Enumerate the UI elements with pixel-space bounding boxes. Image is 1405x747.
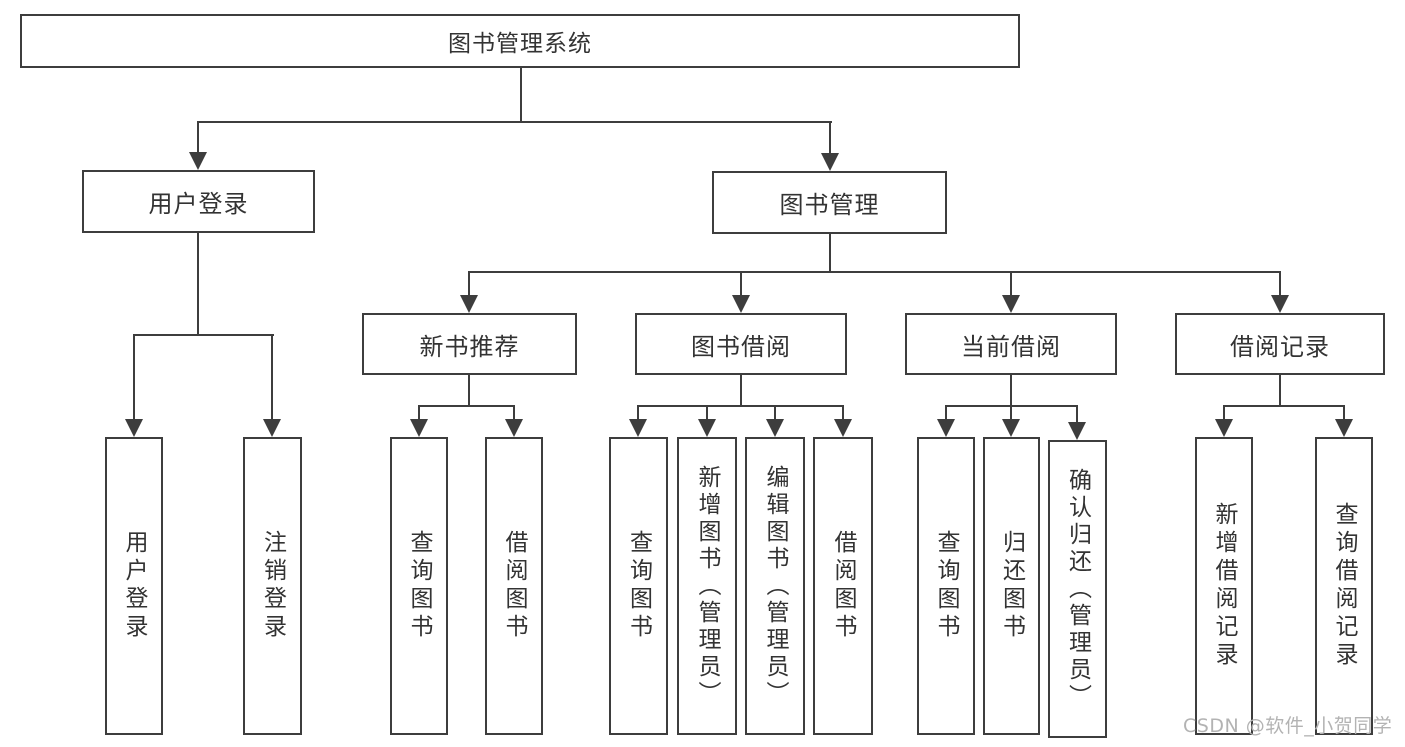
node-borrow-records-label: 借阅记录 [1230,332,1330,361]
edge-arrow-to-add-books-admin [698,405,716,437]
edge-arrow-to-query-books-1 [410,405,428,437]
node-leaf-borrow-books-2-label: 借阅图书 [830,530,856,642]
edge-root-rail [197,121,832,123]
node-root-label: 图书管理系统 [448,31,592,57]
node-leaf-query-books-1-label: 查询图书 [406,530,432,642]
edge-root-stem [520,68,522,123]
edge-arrow-to-borrow-books-2 [834,405,852,437]
edge-arrow-to-new-book-rec [460,271,478,313]
node-leaf-return-books: 归还图书 [983,437,1040,735]
node-leaf-query-books-3: 查询图书 [917,437,975,735]
edge-current-borrow-stem [1010,375,1012,407]
node-leaf-add-borrow-record: 新增借阅记录 [1195,437,1253,735]
edge-book-management-rail [468,271,1281,273]
edge-user-login-stem [197,233,199,336]
edge-arrow-to-confirm-return-admin [1068,405,1086,440]
edge-book-management-stem [829,234,831,273]
node-book-management: 图书管理 [712,171,947,234]
node-user-login-label: 用户登录 [148,190,249,218]
node-new-book-rec-label: 新书推荐 [419,332,520,361]
node-leaf-add-borrow-record-label: 新增借阅记录 [1211,502,1237,670]
node-current-borrow-label: 当前借阅 [961,332,1061,361]
edge-arrow-to-borrow-books-1 [505,405,523,437]
node-leaf-logout-label: 注销登录 [259,530,286,642]
node-leaf-borrow-books-1-label: 借阅图书 [501,530,527,642]
node-borrow-records: 借阅记录 [1175,313,1385,375]
node-new-book-rec: 新书推荐 [362,313,577,375]
node-leaf-add-books-admin-label: 新增图书（管理员） [694,464,720,708]
node-leaf-return-books-label: 归还图书 [998,530,1025,642]
node-leaf-query-books-2-label: 查询图书 [625,530,652,642]
edge-new-book-rec-stem [468,375,470,407]
node-book-borrow-label: 图书借阅 [691,332,791,361]
edge-arrow-to-leaf-logout [263,334,281,437]
node-leaf-query-books-1: 查询图书 [390,437,448,735]
edge-borrow-records-stem [1279,375,1281,407]
node-leaf-confirm-return-admin: 确认归还（管理员） [1048,440,1107,738]
edge-arrow-to-book-management [821,121,839,171]
edge-arrow-to-query-books-2 [629,405,647,437]
node-leaf-user-login-label: 用户登录 [121,530,147,642]
node-leaf-borrow-books-2: 借阅图书 [813,437,873,735]
node-book-borrow: 图书借阅 [635,313,847,375]
edge-arrow-to-query-books-3 [937,405,955,437]
edge-arrow-to-user-login [189,121,207,170]
edge-arrow-to-borrow-records [1271,271,1289,313]
node-user-login: 用户登录 [82,170,315,233]
edge-arrow-to-query-borrow-record [1335,405,1353,437]
node-book-management-label: 图书管理 [779,191,880,219]
edge-book-borrow-stem [740,375,742,407]
edge-borrow-records-rail [1223,405,1345,407]
node-leaf-borrow-books-1: 借阅图书 [485,437,543,735]
edge-arrow-to-current-borrow [1002,271,1020,313]
node-leaf-query-books-3-label: 查询图书 [933,530,959,642]
node-leaf-confirm-return-admin-label: 确认归还（管理员） [1064,467,1091,711]
node-leaf-query-borrow-record-label: 查询借阅记录 [1331,502,1357,670]
node-leaf-query-books-2: 查询图书 [609,437,668,735]
edge-new-book-rec-rail [418,405,515,407]
node-leaf-user-login: 用户登录 [105,437,163,735]
node-leaf-edit-books-admin-label: 编辑图书（管理员） [762,464,788,708]
node-leaf-add-books-admin: 新增图书（管理员） [677,437,737,735]
edge-arrow-to-edit-books-admin [766,405,784,437]
node-leaf-logout: 注销登录 [243,437,302,735]
node-leaf-edit-books-admin: 编辑图书（管理员） [745,437,805,735]
edge-arrow-to-leaf-user-login [125,334,143,437]
edge-arrow-to-add-borrow-record [1215,405,1233,437]
edge-user-login-rail [133,334,274,336]
watermark-text: CSDN @软件_小贺同学 [1183,715,1393,737]
node-root: 图书管理系统 [20,14,1020,68]
edge-arrow-to-return-books [1002,405,1020,437]
node-leaf-query-borrow-record: 查询借阅记录 [1315,437,1373,735]
node-current-borrow: 当前借阅 [905,313,1117,375]
edge-arrow-to-book-borrow [732,271,750,313]
watermark: CSDN @软件_小贺同学 [1183,711,1392,738]
edge-book-borrow-rail [637,405,844,407]
